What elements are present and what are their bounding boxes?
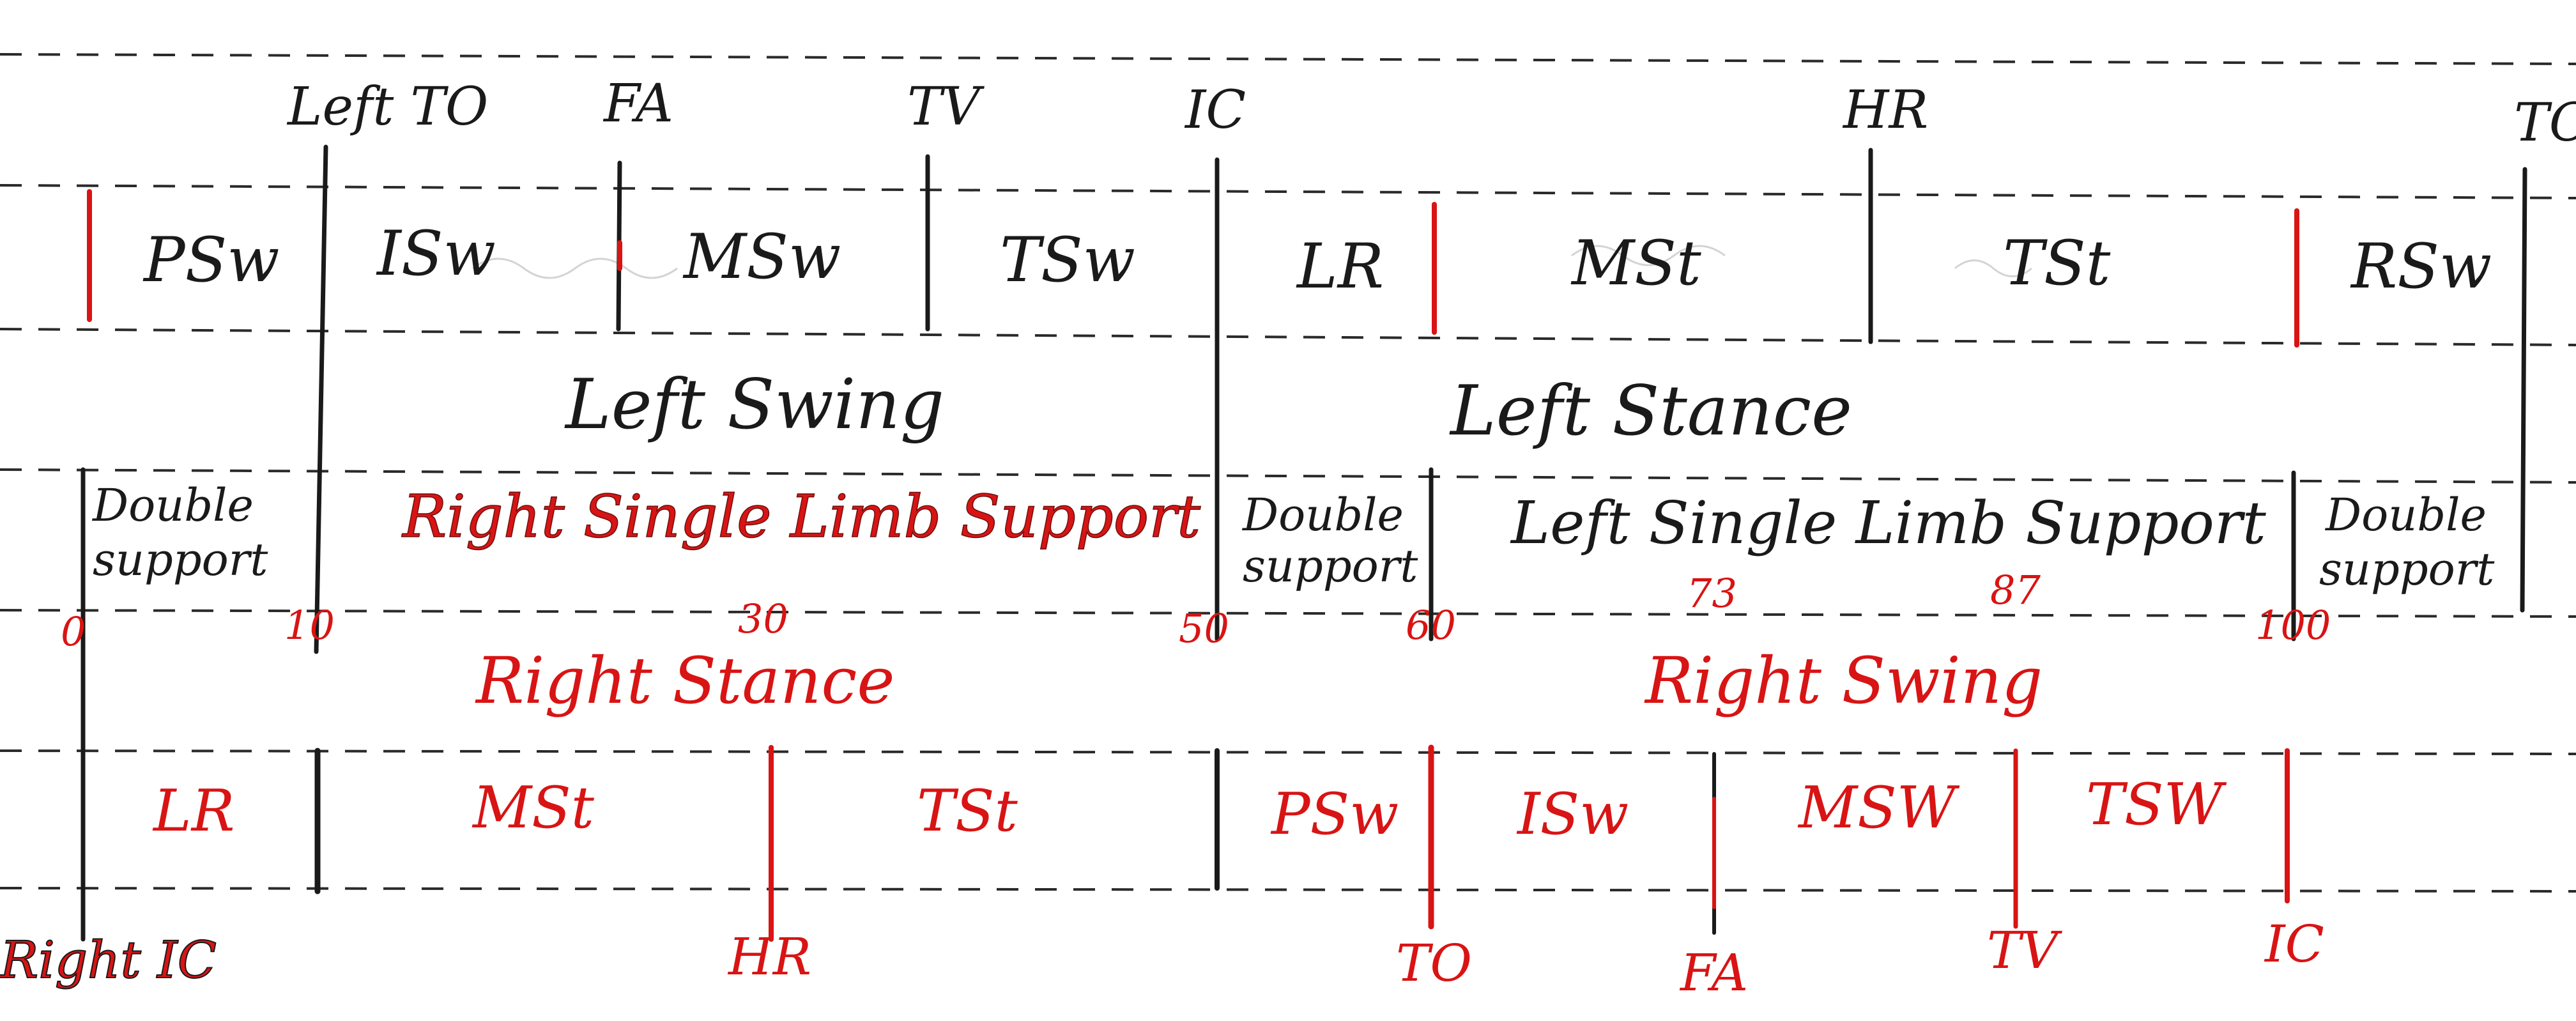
percent-50: 50 — [1179, 605, 1229, 652]
percent-10: 10 — [284, 602, 335, 649]
left-to-end-marker — [2520, 167, 2527, 613]
left-ic-label: IC — [1184, 80, 1246, 141]
left-swing-label: Left Swing — [564, 365, 944, 445]
left-row-red-markers — [87, 189, 2299, 348]
right-period-labels: Right Stance Right Swing — [475, 643, 2043, 718]
left-tv-label: TV — [907, 77, 985, 137]
right-isw-label: ISw — [1516, 781, 1629, 848]
right-msw-label: MSW — [1797, 774, 1960, 841]
left-tsw-label: TSw — [1000, 224, 1135, 296]
left-mst-label: MSt — [1570, 227, 1701, 299]
right-psw-label: PSw — [1270, 781, 1399, 848]
rule-line — [0, 749, 2576, 755]
percent-labels: 0 10 30 50 60 73 87 100 — [61, 567, 2331, 655]
double-support-2-line1: Double — [1241, 489, 1404, 541]
left-msw-label: MSw — [682, 221, 841, 293]
right-swing-label: Right Swing — [1644, 643, 2043, 718]
rule-line — [0, 328, 2576, 346]
left-hr-label: HR — [1842, 80, 1928, 141]
right-ic-end-label: IC — [2264, 914, 2324, 974]
double-support-1-line2: support — [93, 534, 268, 586]
right-single-limb-support: Right Single Limb Support — [401, 482, 1201, 551]
percent-30: 30 — [738, 595, 788, 642]
double-support-3-line1: Double — [2324, 489, 2487, 541]
percent-100: 100 — [2255, 602, 2331, 649]
bleed-through — [472, 245, 2032, 279]
support-labels: Double support Double support Double sup… — [91, 479, 2495, 595]
right-tst-label: TSt — [917, 778, 1018, 845]
right-to-label: TO — [1396, 933, 1472, 993]
right-phase-labels: LR MSt TSt PSw ISw MSW TSW — [152, 771, 2227, 848]
left-to-label: Left TO — [286, 77, 488, 137]
left-period-labels: Left Swing Left Stance — [564, 365, 1852, 451]
double-support-3-line2: support — [2319, 543, 2495, 595]
left-tst-label: TSt — [2003, 227, 2111, 299]
right-tsw-label: TSW — [2086, 771, 2227, 838]
left-fa-label: FA — [602, 73, 673, 134]
right-fa-label: FA — [1679, 943, 1748, 1002]
percent-87: 87 — [1990, 567, 2041, 613]
right-event-labels: Right IC HR TO FA TV IC — [0, 914, 2324, 1002]
rule-line — [0, 609, 2576, 618]
left-to-marker — [314, 144, 328, 654]
right-tv-label: TV — [1987, 921, 2062, 980]
left-psw-label: PSw — [142, 224, 280, 296]
right-ic-label: Right IC — [0, 930, 217, 990]
right-hr-label: HR — [727, 927, 811, 986]
right-event-markers — [80, 467, 2290, 942]
percent-73: 73 — [1687, 570, 1737, 617]
percent-60: 60 — [1406, 602, 1456, 649]
left-lr-label: LR — [1296, 231, 1384, 302]
left-to-end-label: TO — [2514, 93, 2576, 153]
rule-line — [0, 184, 2576, 199]
rule-line — [0, 53, 2576, 65]
right-lr-label: LR — [152, 778, 235, 845]
left-isw-label: ISw — [376, 218, 496, 289]
left-rsw-label: RSw — [2350, 231, 2492, 302]
double-support-1-line1: Double — [91, 479, 254, 532]
left-stance-label: Left Stance — [1449, 371, 1852, 451]
rule-line — [0, 887, 2576, 893]
double-support-2-line2: support — [1243, 540, 1418, 592]
left-single-limb-support: Left Single Limb Support — [1510, 489, 2267, 557]
left-phase-labels: PSw ISw MSw TSw LR MSt TSt RSw — [142, 218, 2492, 302]
rule-line — [0, 468, 2576, 484]
dashed-rules — [0, 53, 2576, 893]
right-mst-label: MSt — [471, 774, 595, 841]
percent-0: 0 — [61, 608, 86, 655]
left-event-labels: Left TO FA TV IC HR TO — [286, 73, 2576, 153]
right-stance-label: Right Stance — [475, 643, 895, 718]
